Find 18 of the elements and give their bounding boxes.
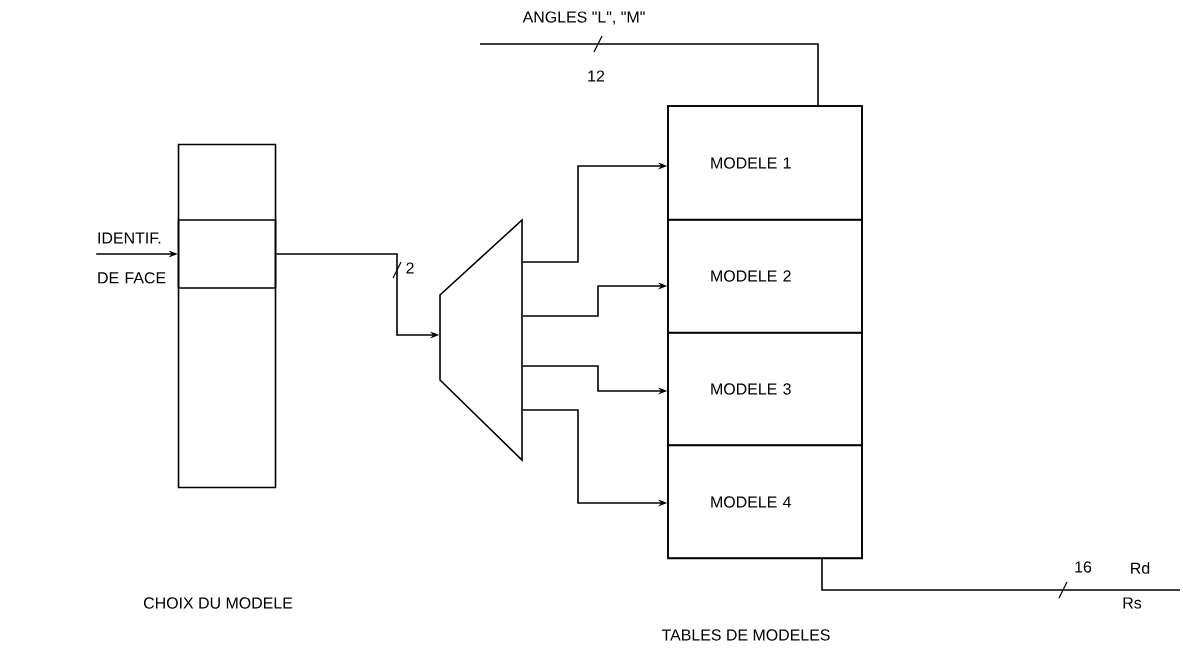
signal-label: Rs <box>1123 597 1142 609</box>
signal-label: ANGLES "L", "M" <box>522 11 645 25</box>
multiplexer-trapezoid <box>439 218 523 462</box>
caption: TABLES DE MODELES <box>661 629 830 641</box>
input-label: IDENTIF. DE FACE <box>98 232 166 284</box>
memory-box <box>177 143 277 489</box>
edge-label: 12 <box>588 70 605 82</box>
edge-label: 16 <box>1075 561 1092 573</box>
table-row: MODELE 3 <box>667 332 863 446</box>
connector <box>479 43 819 106</box>
caption: CHOIX DU MODELE <box>144 597 293 609</box>
signal-label: Rd <box>1131 562 1150 574</box>
table-row <box>177 219 277 289</box>
edge-label: 2 <box>406 262 414 274</box>
table-row: MODELE 2 <box>667 218 863 334</box>
table-row: MODELE 4 <box>667 444 863 560</box>
table-row: MODELE 1 <box>667 105 863 221</box>
connector <box>821 558 1181 591</box>
